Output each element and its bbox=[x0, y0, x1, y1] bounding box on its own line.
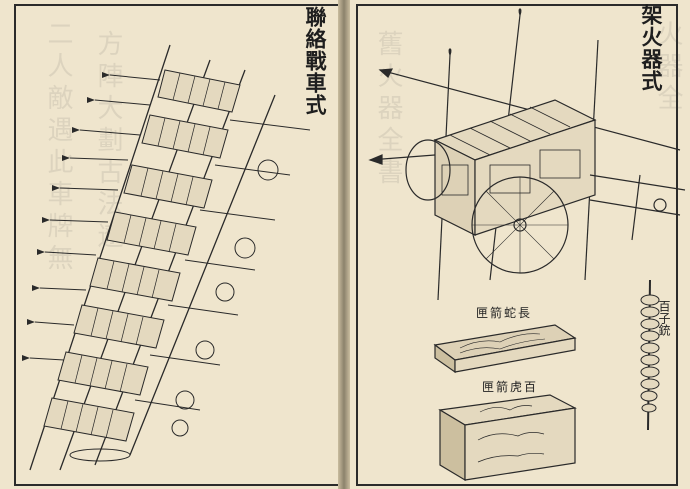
linked-war-chariot-illustration bbox=[22, 44, 311, 471]
fire-weapon-rack-illustration bbox=[368, 8, 686, 482]
bleed-through-text: 舊火器全書 bbox=[373, 30, 403, 190]
hundred-son-gun-label: 百子銃 bbox=[657, 300, 671, 336]
left-page: 二人敵遇此車牌無 方陣大劃古法遼 bbox=[0, 0, 338, 489]
right-page-title: 架火器式 bbox=[639, 4, 664, 92]
left-page-title: 聯絡戰車式 bbox=[303, 6, 328, 116]
left-page-frame bbox=[14, 4, 338, 486]
bleed-through-text: 火器全 bbox=[653, 20, 683, 116]
book-gutter bbox=[338, 0, 350, 489]
long-snake-box-label: 長蛇箭匣 bbox=[476, 306, 533, 320]
bleed-through-text: 二人敵遇此車牌無 bbox=[43, 20, 73, 276]
hundred-tiger-box-label: 百虎箭匣 bbox=[482, 380, 539, 394]
right-page: 舊火器全書 火器全 bbox=[350, 0, 690, 489]
right-page-frame bbox=[356, 4, 678, 486]
